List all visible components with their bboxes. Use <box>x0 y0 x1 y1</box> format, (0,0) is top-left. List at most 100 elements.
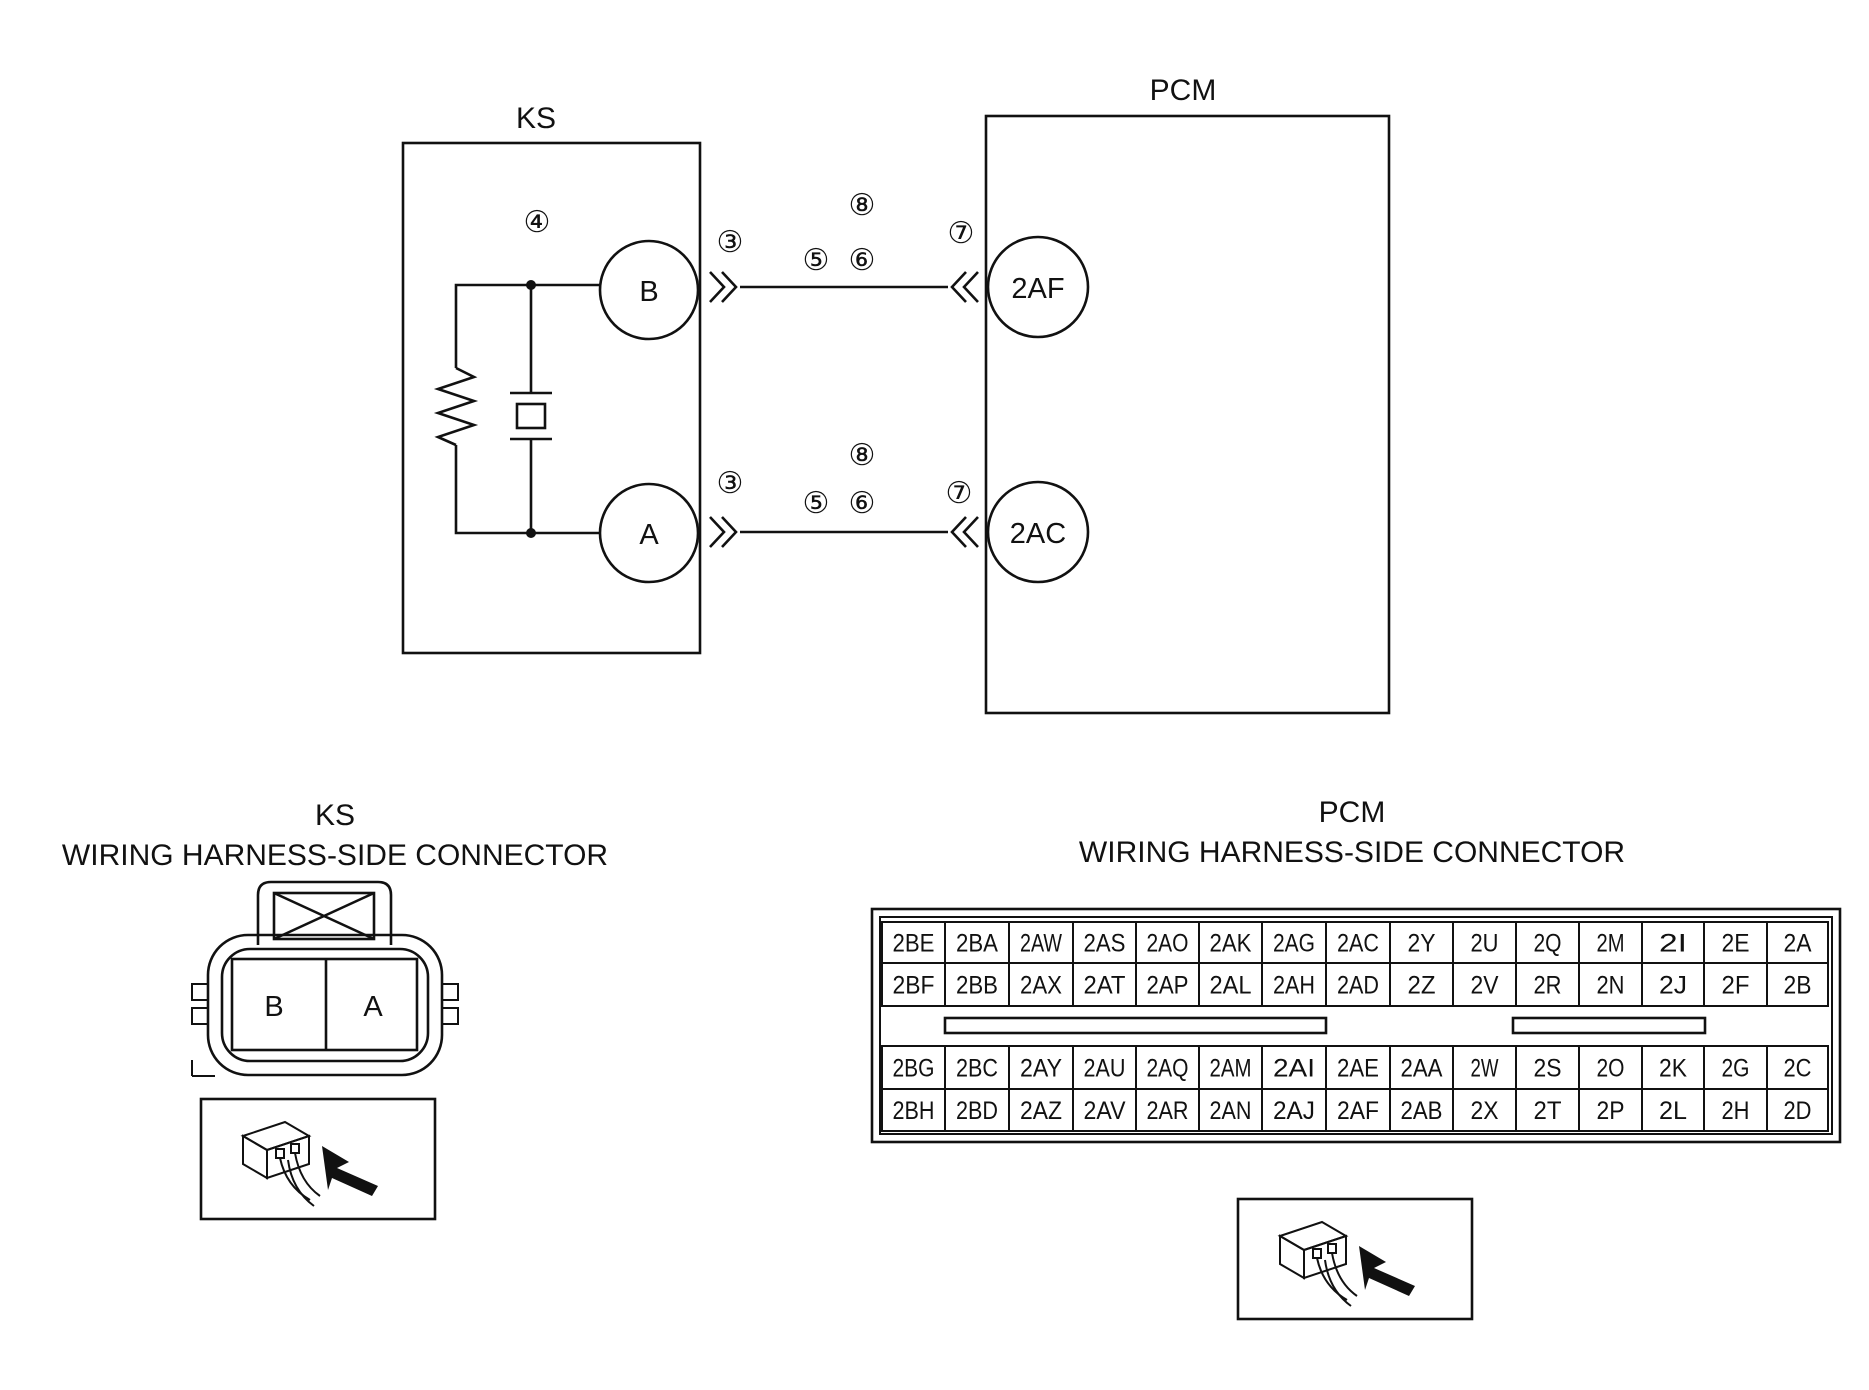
pin-label-2aw: 2AW <box>1020 930 1062 958</box>
pin-label-2g: 2G <box>1722 1055 1750 1083</box>
ks-connector-title: KS WIRING HARNESS-SIDE CONNECTOR <box>62 799 608 872</box>
wire-ks-a-to-pcm-2ac <box>709 516 979 548</box>
svg-text:KS: KS <box>315 799 355 832</box>
svg-text:PCM: PCM <box>1319 796 1386 829</box>
pin-label-2af: 2AF <box>1337 1097 1379 1125</box>
pin-label-2u: 2U <box>1471 930 1499 958</box>
pin-label-2aq: 2AQ <box>1147 1055 1189 1083</box>
junction-dot <box>526 280 536 290</box>
step-marker-8: ⑧ <box>849 438 876 473</box>
pin-label-2z: 2Z <box>1408 972 1436 1000</box>
pin-cell <box>1703 962 1768 1007</box>
pin-label-2l: 2L <box>1659 1097 1687 1125</box>
svg-text:B: B <box>639 276 658 308</box>
pin-cell <box>1135 962 1200 1007</box>
connector-view-icon <box>199 1097 437 1221</box>
pin-label-2ao: 2AO <box>1147 930 1189 958</box>
pin-cell <box>1703 921 1768 964</box>
pin-label-2w: 2W <box>1471 1055 1499 1083</box>
resistor-symbol <box>433 366 479 447</box>
pin-label-2d: 2D <box>1784 1097 1812 1125</box>
pin-cell <box>1641 1088 1705 1132</box>
pin-cell <box>1008 1088 1074 1132</box>
step-marker-3: ③ <box>717 466 744 501</box>
pin-cell <box>1641 962 1705 1007</box>
pin-label-2ar: 2AR <box>1147 1097 1189 1125</box>
pin-label-2ag: 2AG <box>1273 930 1315 958</box>
pin-cell <box>1515 921 1580 964</box>
pin-cell <box>1578 921 1643 964</box>
pin-label-2q: 2Q <box>1534 930 1562 958</box>
pin-cell <box>944 921 1010 964</box>
pin-label-2r: 2R <box>1534 972 1562 1000</box>
pin-cell <box>1325 962 1391 1007</box>
pin-cell <box>1389 1045 1454 1090</box>
step-marker-3: ③ <box>717 225 744 260</box>
pin-label-2aj: 2AJ <box>1273 1097 1315 1125</box>
piezo-element-symbol <box>515 402 547 430</box>
pin-label-2ap: 2AP <box>1147 972 1189 1000</box>
pin-cell <box>1198 962 1263 1007</box>
pin-cell <box>1766 962 1829 1007</box>
pin-cell <box>1008 962 1074 1007</box>
pin-label-2p: 2P <box>1597 1097 1625 1125</box>
pcm-terminal-2ac: 2AC <box>986 480 1090 584</box>
pin-label-2an: 2AN <box>1210 1097 1252 1125</box>
pin-label-2m: 2M <box>1597 930 1625 958</box>
pin-label-2c: 2C <box>1784 1055 1812 1083</box>
pin-label-2ac: 2AC <box>1337 930 1379 958</box>
svg-text:A: A <box>639 519 659 551</box>
ks-terminal-b: B <box>598 239 700 341</box>
pin-label-2bb: 2BB <box>956 972 998 1000</box>
pin-label-2bf: 2BF <box>893 972 935 1000</box>
pin-cell <box>1198 921 1263 964</box>
connector-key-slot <box>1511 1016 1707 1035</box>
step-marker-8: ⑧ <box>849 188 876 223</box>
pin-cell <box>944 962 1010 1007</box>
pin-label-2at: 2AT <box>1084 972 1126 1000</box>
pin-label-2a: 2A <box>1784 930 1812 958</box>
pin-cell <box>1325 1045 1391 1090</box>
junction-dot <box>526 528 536 538</box>
pin-cell <box>1389 921 1454 964</box>
pin-label-2e: 2E <box>1722 930 1750 958</box>
pin-cell <box>1008 921 1074 964</box>
pin-cell <box>881 1088 946 1132</box>
pin-label-2h: 2H <box>1722 1097 1750 1125</box>
step-marker-4: ④ <box>524 205 551 240</box>
pin-label-2aa: 2AA <box>1401 1055 1443 1083</box>
pin-label-2o: 2O <box>1597 1055 1625 1083</box>
connector-key-slot <box>943 1016 1328 1035</box>
svg-text:WIRING HARNESS-SIDE CONNECTOR: WIRING HARNESS-SIDE CONNECTOR <box>62 839 608 872</box>
pin-cell <box>944 1045 1010 1090</box>
wire-ks-b-to-pcm-2af <box>709 271 979 303</box>
pin-cell <box>944 1088 1010 1132</box>
svg-text:WIRING HARNESS-SIDE CONNECTOR: WIRING HARNESS-SIDE CONNECTOR <box>1079 836 1625 869</box>
pin-cell <box>1072 921 1137 964</box>
pcm-terminal-2af: 2AF <box>986 235 1090 339</box>
pin-cell <box>1766 1088 1829 1132</box>
pin-label-2be: 2BE <box>893 930 935 958</box>
step-marker-5: ⑤ <box>803 486 830 521</box>
pin-cell <box>881 921 946 964</box>
pin-cell <box>1578 962 1643 1007</box>
pin-label-2bg: 2BG <box>893 1055 935 1083</box>
pin-cell <box>1135 1088 1200 1132</box>
pcm-box: PCM <box>984 74 1391 715</box>
pin-label-2am: 2AM <box>1210 1055 1252 1083</box>
svg-text:2AF: 2AF <box>1011 273 1064 305</box>
pin-cell <box>1325 921 1391 964</box>
pin-label-2ak: 2AK <box>1210 930 1252 958</box>
pin-label-2x: 2X <box>1471 1097 1499 1125</box>
pin-cell <box>1008 1045 1074 1090</box>
pin-label-2ae: 2AE <box>1337 1055 1379 1083</box>
svg-text:2AC: 2AC <box>1010 518 1066 550</box>
pin-cell <box>1515 962 1580 1007</box>
pin-cell <box>881 962 946 1007</box>
pin-cell <box>1198 1088 1263 1132</box>
pin-cell <box>1703 1088 1768 1132</box>
pin-label-2bd: 2BD <box>956 1097 998 1125</box>
pin-label-2as: 2AS <box>1084 930 1126 958</box>
